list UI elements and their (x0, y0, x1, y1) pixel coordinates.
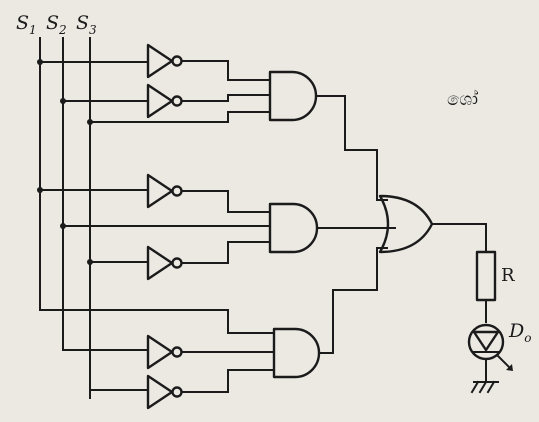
not-gate-2 (146, 83, 174, 119)
sinhala-side-text: ශෝ (447, 89, 478, 110)
not-gate-4 (146, 245, 174, 281)
input-label-s3: S3 (76, 12, 97, 37)
gate-group-1 (39, 43, 388, 201)
input-buses (39, 37, 91, 399)
or-gate (378, 194, 434, 254)
and-gate-3 (272, 327, 321, 379)
input-label-s1: S1 (16, 12, 37, 37)
led-do (467, 323, 505, 361)
junction-dots (37, 59, 93, 265)
not-gate-3 (146, 173, 174, 209)
output-stage (431, 223, 513, 394)
not-gate-5 (146, 334, 174, 370)
gate-group-2 (39, 173, 396, 281)
and-gate-1 (268, 70, 318, 122)
not-gate-1 (146, 43, 174, 79)
and-gate-2 (268, 202, 319, 254)
input-label-s2: S2 (46, 12, 67, 37)
not-gate-6 (146, 374, 174, 410)
resistor-r (475, 250, 497, 302)
led-label: Do (508, 320, 531, 345)
gate-group-3 (39, 247, 388, 410)
resistor-label: R (501, 265, 515, 286)
